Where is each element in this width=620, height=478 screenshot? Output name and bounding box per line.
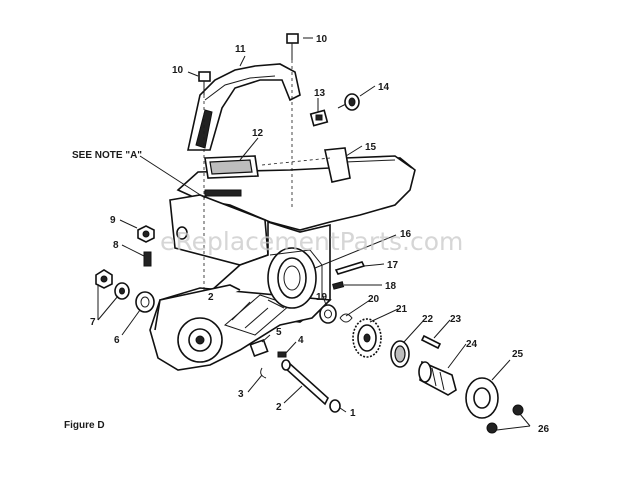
callout-13: 13 [314,88,326,99]
watermark: eReplacementParts.com [160,227,463,256]
note-label: SEE NOTE "A" [72,150,142,161]
callout-6: 6 [114,335,120,346]
callout-26: 26 [538,424,550,435]
callout-23: 23 [450,314,462,325]
callout-8: 8 [113,240,119,251]
spring [337,93,360,111]
nut-7 [95,269,113,289]
callout-20: 20 [368,294,380,305]
leader-lines [97,37,531,431]
callout-17: 17 [387,260,399,271]
callout-7: 7 [90,317,96,328]
callout-24: 24 [466,339,478,350]
callout-4: 4 [298,335,304,346]
washer-6 [135,291,155,313]
bearing-25 [465,377,499,419]
callout-10-right: 10 [316,34,328,45]
callout-25: 25 [512,349,524,360]
screw-4 [277,351,287,358]
callout-2-upper: 2 [208,292,214,303]
callout-16: 16 [400,229,412,240]
handle [187,63,301,151]
screws-26 [486,404,524,434]
callout-19: 19 [316,292,328,303]
set-screw-8 [143,251,152,267]
spring-18 [332,281,345,290]
callout-10-left: 10 [172,65,184,76]
callout-14: 14 [378,82,390,93]
brush-holder [309,109,329,127]
brake-5 [249,338,269,358]
clip-3 [260,367,267,379]
callout-15: 15 [365,142,377,153]
washer-19 [319,304,337,324]
gear-21 [352,318,382,358]
label-plate-face [209,159,253,175]
callout-22: 22 [422,314,434,325]
washer-7 [114,282,130,300]
ring-20 [339,313,353,323]
screw-right [286,33,299,60]
clutch-22 [390,340,410,368]
key-23 [420,334,442,350]
side-cover [324,147,351,183]
nut-9 [137,225,155,243]
callouts: 10 11 10 13 14 12 15 SEE NOTE "A" 16 9 8… [72,34,550,435]
callout-9: 9 [110,215,116,226]
housing [149,155,416,371]
callout-18: 18 [385,281,397,292]
callout-5: 5 [276,327,282,338]
callout-12: 12 [252,128,264,139]
shaft-24 [418,360,457,396]
screw-left [198,71,211,95]
pin-17 [334,261,366,275]
clip-1 [329,399,341,413]
callout-1: 1 [350,408,356,419]
callout-21: 21 [396,304,408,315]
callout-2: 2 [276,402,282,413]
shaft-2 [281,359,329,406]
figure-label: Figure D [64,420,105,431]
callout-3: 3 [238,389,244,400]
callout-11: 11 [235,44,246,55]
